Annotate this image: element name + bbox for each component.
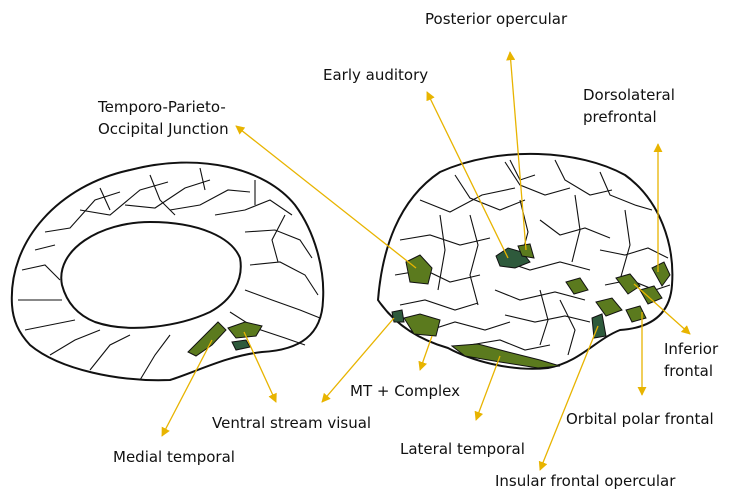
label-ventral-stream: Ventral stream visual bbox=[212, 414, 371, 432]
label-dlpfc-line1: Dorsolateral bbox=[583, 86, 675, 104]
arrow-lateral-temporal bbox=[476, 356, 500, 420]
label-dlpfc-line2: prefrontal bbox=[583, 108, 657, 126]
label-medial-temporal: Medial temporal bbox=[113, 448, 235, 466]
arrow-mt-complex bbox=[420, 336, 432, 370]
label-early-auditory: Early auditory bbox=[323, 66, 428, 84]
label-tpoj-line2: Occipital Junction bbox=[98, 120, 229, 138]
label-tpoj-line1: Temporo-Parieto- bbox=[97, 98, 226, 116]
label-orbital-polar: Orbital polar frontal bbox=[566, 410, 714, 428]
label-mt-complex: MT + Complex bbox=[350, 382, 460, 400]
lateral-hemisphere bbox=[378, 154, 672, 369]
label-lateral-temporal: Lateral temporal bbox=[400, 440, 525, 458]
label-inferior-frontal-line1: Inferior bbox=[664, 340, 719, 358]
label-inferior-frontal-line2: frontal bbox=[664, 362, 713, 380]
mt-dark-region bbox=[392, 310, 404, 322]
label-insular-frontal: Insular frontal opercular bbox=[495, 472, 676, 490]
label-posterior-opercular: Posterior opercular bbox=[425, 10, 568, 28]
medial-hemisphere bbox=[12, 163, 323, 381]
